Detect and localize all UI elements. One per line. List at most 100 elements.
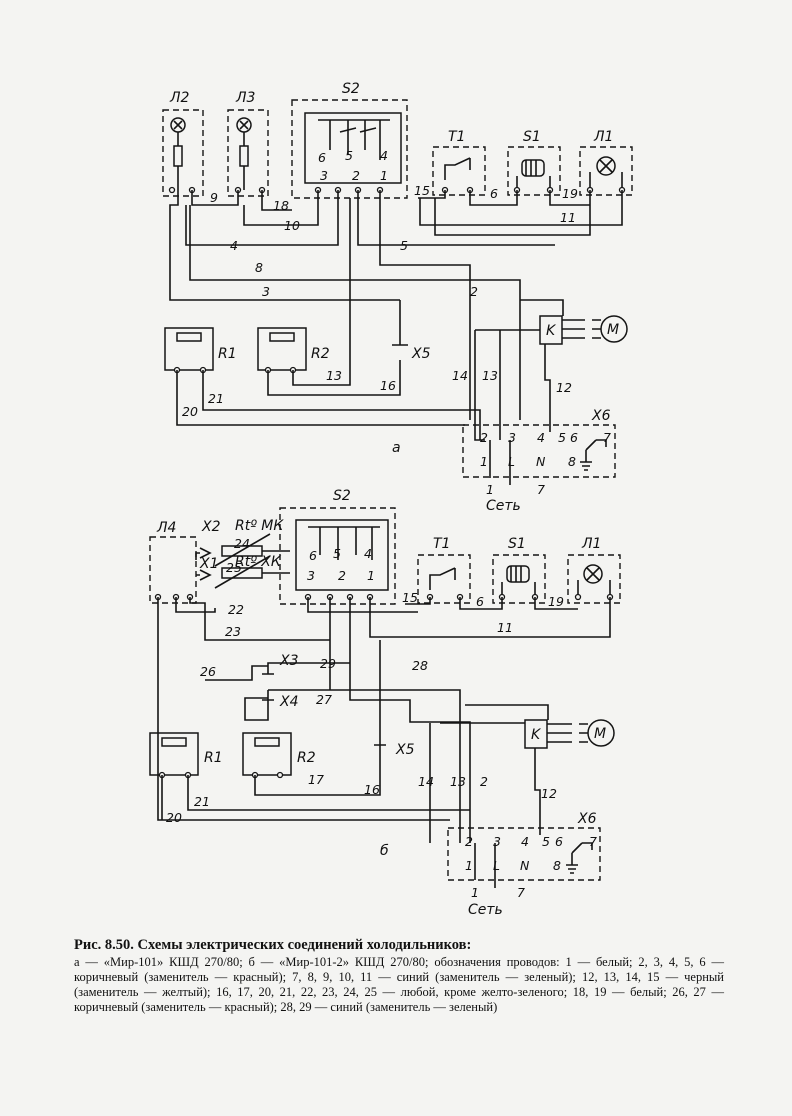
wire-label: 11	[560, 210, 576, 225]
terminal-label: 1	[465, 858, 473, 873]
relay-k-b	[524, 719, 548, 749]
wire-label: 11	[497, 620, 513, 635]
wire-label: 29	[320, 656, 336, 671]
wire-label: 13	[482, 368, 498, 383]
terminal-label: 2	[480, 430, 488, 445]
label-r1-b: R1	[204, 750, 223, 766]
heater-r1	[164, 327, 214, 374]
wire-label: 21	[208, 391, 224, 406]
label-s2: S2	[342, 81, 360, 97]
label-m: M	[607, 322, 619, 338]
caption-title: Рис. 8.50. Схемы электрических соединени…	[74, 937, 472, 953]
label-net-a: Сеть	[486, 498, 521, 514]
terminal-label: 7	[537, 482, 545, 497]
s2-contact-4: 4	[364, 546, 372, 561]
wire-label: 16	[380, 378, 396, 393]
wiring-diagrams: Л2 Л3 S2 T1 S1 Л1 R1 R2 K M X5 X6 а Сеть…	[149, 81, 633, 918]
terminal-label: 4	[537, 430, 545, 445]
label-x6-b: X6	[577, 811, 597, 827]
figure-caption: Рис. 8.50. Схемы электрических соединени…	[74, 938, 724, 1015]
label-x5-b: X5	[395, 742, 415, 758]
wire-label: 19	[562, 186, 578, 201]
wire-label: 24	[234, 536, 250, 551]
terminal-label: L	[508, 454, 515, 469]
wire-label: 22	[228, 602, 244, 617]
switch-s2-b	[279, 507, 396, 605]
wire-label: 26	[200, 664, 216, 679]
terminal-label: 7	[517, 885, 525, 900]
s2-contact-5: 5	[333, 546, 341, 561]
terminal-label: 2	[465, 834, 473, 849]
label-r2: R2	[311, 346, 330, 362]
wire-label: 4	[230, 238, 238, 253]
diagram-b: Л4 X2 X1 Rtº МК Rtº ХК S2 T1 S1 Л1 R1 R2…	[149, 488, 621, 918]
label-x6: X6	[591, 408, 611, 424]
wire-label: 14	[418, 774, 434, 789]
wire-label: 16	[364, 782, 380, 797]
wire-label: 6	[490, 186, 498, 201]
s2-contact-3: 3	[320, 168, 328, 183]
wire-label: 10	[284, 218, 300, 233]
motor-m	[562, 315, 628, 343]
wire-label: 12	[541, 786, 557, 801]
wire-label: 5	[400, 238, 408, 253]
wire-label: 13	[326, 368, 342, 383]
label-x2: X2	[201, 519, 221, 535]
wire-label: 21	[194, 794, 210, 809]
wire-label: 13	[450, 774, 466, 789]
switch-s1-b	[492, 554, 546, 604]
lamp-l2	[162, 109, 204, 197]
wire-label: 20	[166, 810, 182, 825]
label-l3: Л3	[235, 90, 255, 106]
wire-label: 15	[414, 183, 430, 198]
label-t1-b: T1	[433, 536, 450, 552]
wire-label: 28	[412, 658, 428, 673]
label-part-a: а	[392, 440, 401, 456]
terminal-label: 1	[486, 482, 494, 497]
label-rtmk: Rtº МК	[235, 518, 284, 534]
terminal-label: 8	[553, 858, 561, 873]
lamp-l3	[227, 109, 269, 197]
s2-contact-2: 2	[352, 168, 360, 183]
terminal-label: N	[536, 454, 546, 469]
thermistors	[199, 533, 271, 589]
wire-label: 20	[182, 404, 198, 419]
label-l2: Л2	[169, 90, 190, 106]
terminal-label: 3	[508, 430, 516, 445]
wire-label: 14	[452, 368, 468, 383]
label-t1: T1	[448, 129, 465, 145]
wire-label: 2	[470, 284, 478, 299]
label-k: K	[546, 323, 557, 339]
label-x1: X1	[199, 556, 219, 572]
terminal-block-x6-b	[447, 827, 601, 881]
heater-r2	[257, 327, 307, 374]
s2-contact-3: 3	[307, 568, 315, 583]
terminal-label: 4	[521, 834, 529, 849]
wires-b	[157, 550, 611, 888]
s2-contact-2: 2	[338, 568, 346, 583]
thermostat-t1	[432, 146, 486, 196]
label-k-b: K	[531, 727, 542, 743]
terminal-label: 1	[480, 454, 488, 469]
s2-contact-5: 5	[345, 148, 353, 163]
wire-label: 25	[226, 560, 242, 575]
wire-label: 19	[548, 594, 564, 609]
motor-m-b	[547, 719, 615, 747]
caption-body: а — «Мир-101» КШД 270/80; б — «Мир-101-2…	[74, 955, 724, 1014]
label-x4: X4	[279, 694, 299, 710]
wire-label: 2	[480, 774, 488, 789]
wire-label: 15	[402, 590, 418, 605]
terminal-label: 6	[570, 430, 578, 445]
terminal-label: 6	[555, 834, 563, 849]
lamp-l1-b	[567, 554, 621, 604]
terminal-block-x6	[462, 424, 616, 478]
terminal-label: 5	[542, 834, 550, 849]
wire-label: 12	[556, 380, 572, 395]
wires-a	[169, 190, 623, 485]
label-rtxk: Rtº ХК	[235, 554, 282, 570]
terminal-label: 1	[471, 885, 479, 900]
label-x5: X5	[411, 346, 431, 362]
thermostat-t1-b	[417, 554, 471, 604]
terminal-label: 7	[589, 834, 597, 849]
s2-contact-1: 1	[380, 168, 388, 183]
